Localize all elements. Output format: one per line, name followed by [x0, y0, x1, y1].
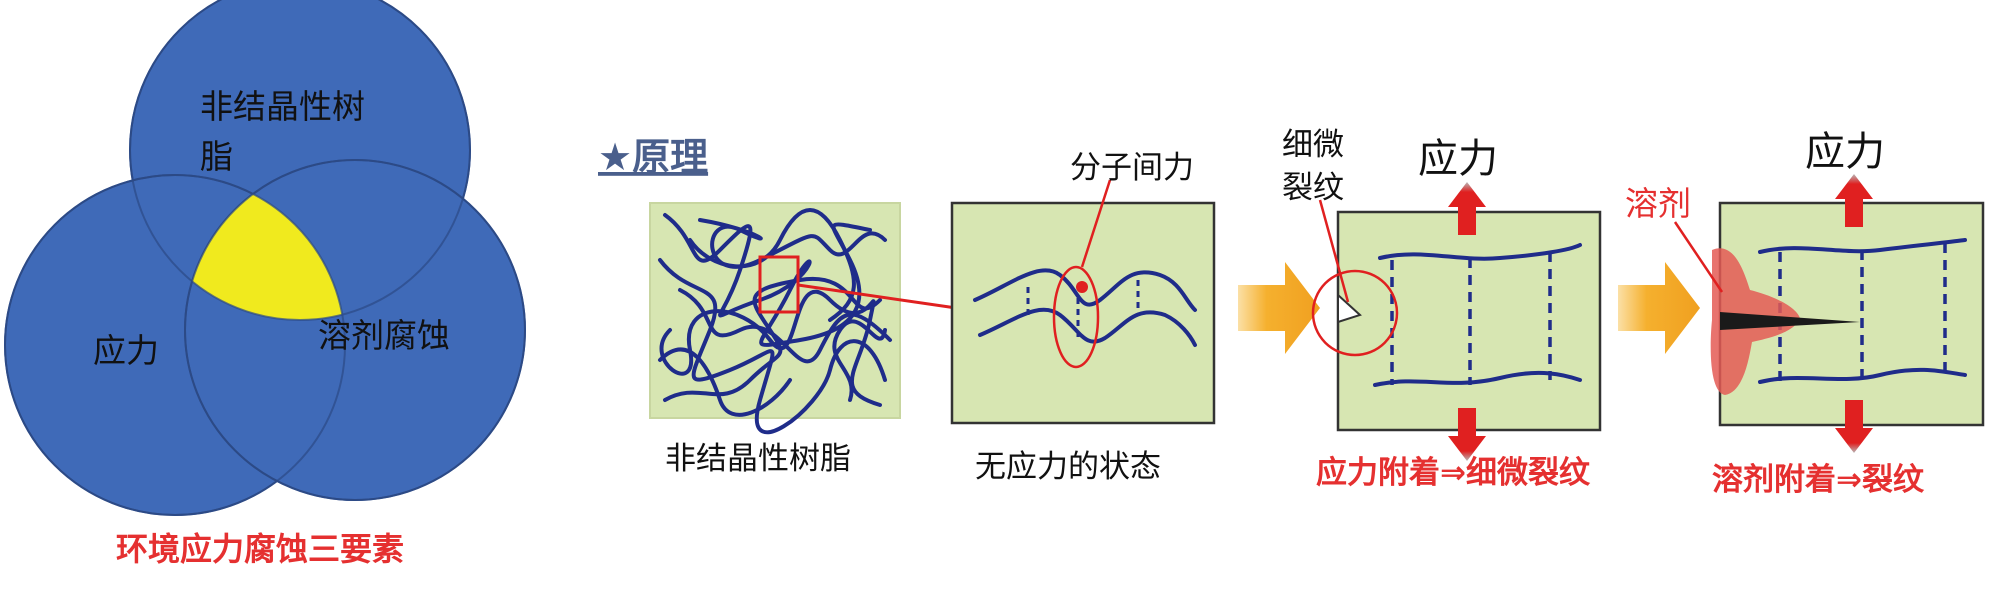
microcrack-leader — [1318, 199, 1350, 303]
stress-label: 应力 — [1418, 136, 1498, 182]
annotation-dot — [1076, 281, 1088, 293]
microcrack-label-line1: 细微 — [1282, 127, 1344, 163]
principle-heading: ★原理 — [598, 135, 708, 179]
venn-intersection — [185, 175, 345, 320]
panel-amorphous-resin: 非结晶性树脂 — [649, 202, 901, 477]
stress-arrow-down — [1448, 408, 1486, 461]
intermolecular-force-label: 分子间力 — [1070, 150, 1194, 186]
microcrack-label-line2: 裂纹 — [1282, 170, 1344, 206]
venn-label-amorphous-resin-line1: 非结晶性树 — [200, 87, 365, 126]
panel-solvent-crack: 溶剂 应力 溶剂附着⇒裂纹 — [1625, 129, 1985, 498]
annotation-leader — [1080, 179, 1112, 268]
stress-arrow-down-2 — [1835, 400, 1873, 453]
venn-caption: 环境应力腐蚀三要素 — [116, 530, 404, 568]
solvent-caption: 溶剂附着⇒裂纹 — [1712, 462, 1925, 498]
panel-no-stress: 分子间力 无应力的状态 — [950, 150, 1216, 485]
venn-diagram: 非结晶性树 脂 应力 溶剂腐蚀 环境应力腐蚀三要素 — [4, 0, 526, 568]
solvent-leader — [1673, 221, 1724, 293]
stress-arrow-up — [1448, 182, 1486, 235]
stress-arrow-up-2 — [1835, 174, 1873, 227]
venn-label-solvent: 溶剂腐蚀 — [318, 316, 450, 355]
venn-label-stress: 应力 — [93, 331, 159, 370]
intermolecular-force-dashes — [1026, 280, 1140, 338]
process-arrow-1 — [1238, 262, 1320, 354]
microcrack-highlight — [1311, 269, 1399, 357]
panel-stress-microcrack: 细微 裂纹 应力 应力附着⇒细微裂纹 — [1282, 127, 1602, 491]
intermolecular-force-highlight — [1052, 265, 1100, 369]
zoom-region-marker — [758, 255, 800, 314]
no-stress-panel — [950, 201, 1216, 425]
stress-label-2: 应力 — [1805, 129, 1885, 175]
solvent-label: 溶剂 — [1625, 184, 1691, 223]
resin-panel-caption: 非结晶性树脂 — [665, 441, 851, 477]
venn-label-amorphous-resin-line2: 脂 — [200, 137, 233, 176]
process-arrow-2 — [1618, 262, 1700, 354]
stress-panel — [1336, 210, 1602, 432]
no-stress-caption: 无应力的状态 — [975, 449, 1161, 485]
stress-caption: 应力附着⇒细微裂纹 — [1316, 455, 1591, 491]
